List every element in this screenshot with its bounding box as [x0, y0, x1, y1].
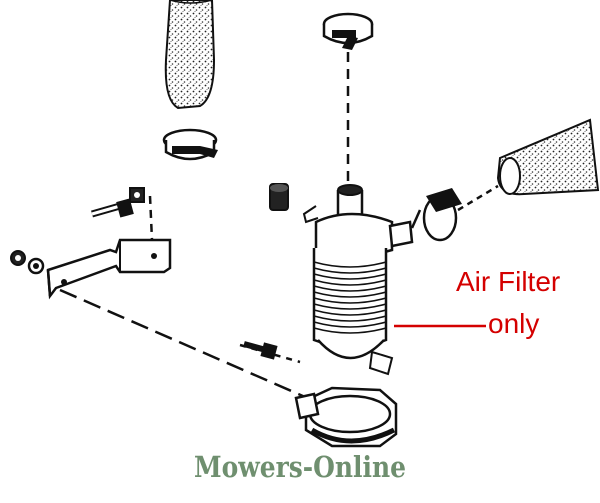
callout-only-label: only	[488, 308, 540, 339]
side-hose-clamp	[410, 188, 462, 242]
mounting-bracket	[46, 238, 172, 300]
bolt	[91, 198, 134, 218]
alignment-lines	[59, 52, 499, 402]
top-hose-clamp	[322, 12, 374, 50]
watermark: Mowers-Online	[194, 450, 406, 484]
nut	[129, 187, 145, 203]
air-filter-canister	[302, 184, 414, 376]
bolt-lower	[243, 341, 278, 360]
grommet	[269, 183, 289, 211]
upper-hose-clamp	[162, 128, 218, 161]
band-clamp	[294, 386, 398, 448]
nut-left	[10, 250, 45, 275]
upper-hose	[164, 0, 216, 110]
callout-air-filter-label: Air Filter	[456, 266, 561, 297]
side-hose	[496, 118, 600, 196]
